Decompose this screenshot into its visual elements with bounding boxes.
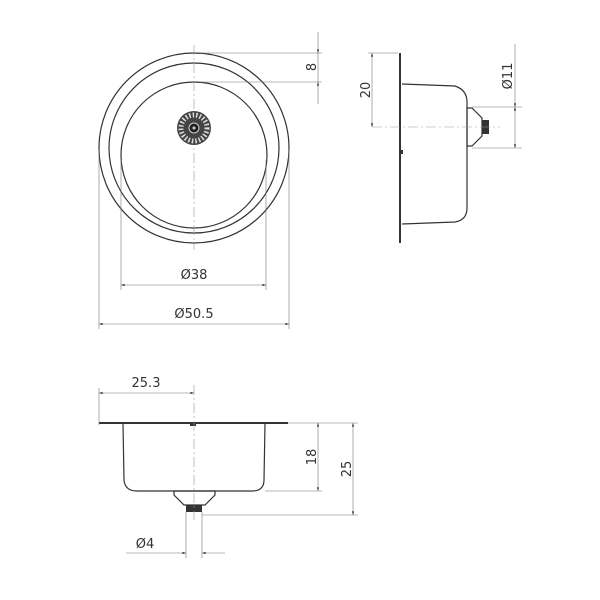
- dim-rim-label: 8: [305, 63, 320, 71]
- dim-outer-diameter-label: Ø50.5: [174, 307, 213, 322]
- dim-center-x-label: 25.3: [132, 376, 161, 391]
- front-view: 25.3 18 25 Ø4: [98, 376, 358, 558]
- dim-center-offset-label: 20: [359, 82, 374, 99]
- dim-inner-diameter-label: Ø38: [181, 268, 208, 283]
- drain-icon: [177, 111, 211, 145]
- dim-total-depth-label: 25: [340, 461, 355, 478]
- side-view: 20 Ø11: [359, 44, 522, 243]
- dim-bowl-depth-label: 18: [305, 449, 320, 466]
- dim-drain-diameter-label: Ø11: [501, 63, 516, 90]
- dim-pipe-diameter-label: Ø4: [136, 537, 155, 552]
- top-view: 8 Ø38 Ø50.5: [98, 32, 322, 329]
